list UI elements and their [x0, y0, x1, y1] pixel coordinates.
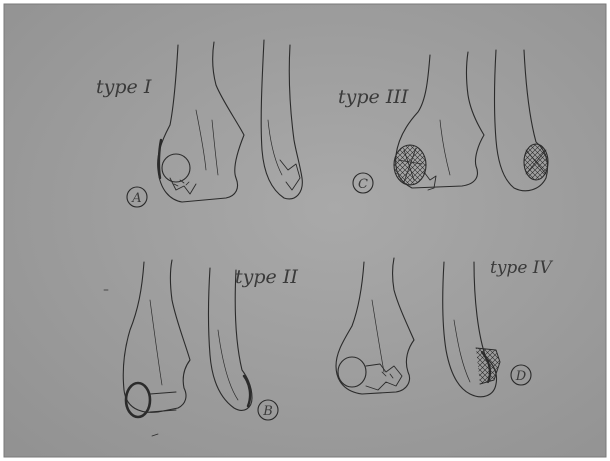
type-label-c: type III — [338, 86, 409, 108]
type-label-b: type II — [235, 266, 298, 288]
type-label-a: type I — [96, 76, 152, 98]
svg-text:B: B — [262, 404, 273, 419]
paper-background — [4, 4, 606, 457]
svg-text:A: A — [131, 191, 141, 206]
svg-text:D: D — [515, 369, 527, 384]
svg-text:C: C — [358, 177, 368, 192]
type-label-d: type IV — [490, 258, 553, 278]
